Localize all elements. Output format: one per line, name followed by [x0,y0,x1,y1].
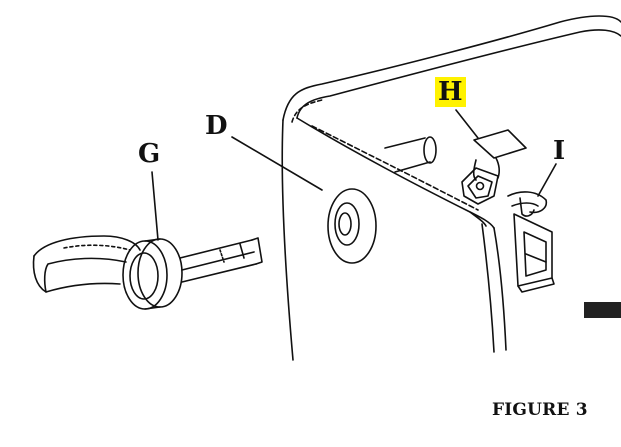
part-i-clip [507,191,555,293]
label-g: G [138,139,161,169]
cabinet-outline [281,15,621,361]
section-tab-marker [584,302,621,318]
leader-d [231,136,323,191]
part-g-knob [32,235,263,310]
leader-i [537,163,557,197]
part-h-switch [461,129,527,205]
label-d: D [205,111,228,141]
rear-shaft [384,136,437,173]
leader-g [151,171,159,241]
figure-caption: FIGURE 3 [492,400,588,420]
label-i: I [553,136,566,166]
label-h-highlighted: H [435,77,466,107]
part-d-grommet [327,188,377,264]
leader-h [455,109,479,139]
